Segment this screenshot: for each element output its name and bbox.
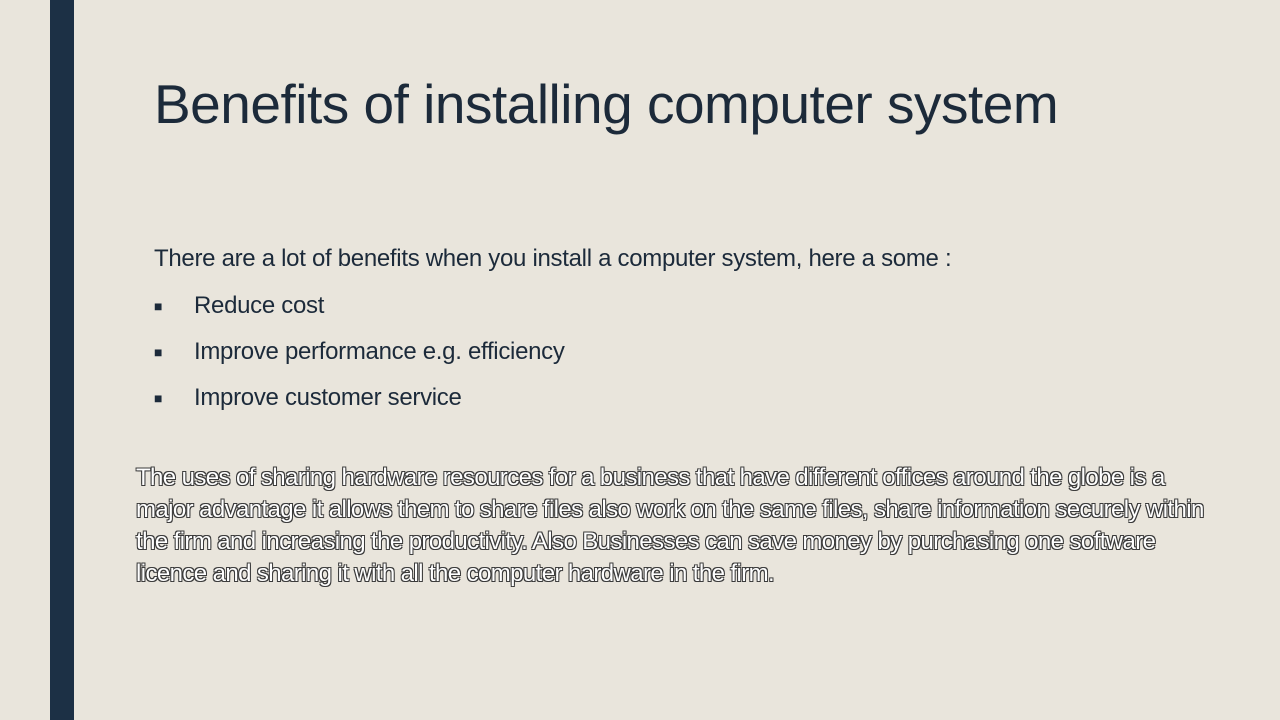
slide-title: Benefits of installing computer system <box>154 73 1059 135</box>
accent-side-bar <box>50 0 74 720</box>
square-bullet-icon: ■ <box>154 344 163 360</box>
bullet-list: ■ Reduce cost ■ Improve performance e.g.… <box>154 291 565 429</box>
bullet-text: Improve performance e.g. efficiency <box>194 338 565 365</box>
bullet-item-improve-performance: ■ Improve performance e.g. efficiency <box>154 337 565 383</box>
body-paragraph: The uses of sharing hardware resources f… <box>136 464 1204 587</box>
bullet-item-improve-customer-service: ■ Improve customer service <box>154 383 565 429</box>
square-bullet-icon: ■ <box>154 390 163 406</box>
intro-text: There are a lot of benefits when you ins… <box>154 245 952 272</box>
bullet-item-reduce-cost: ■ Reduce cost <box>154 291 565 337</box>
square-bullet-icon: ■ <box>154 298 163 314</box>
bullet-text: Reduce cost <box>194 292 325 319</box>
bullet-text: Improve customer service <box>194 384 462 411</box>
